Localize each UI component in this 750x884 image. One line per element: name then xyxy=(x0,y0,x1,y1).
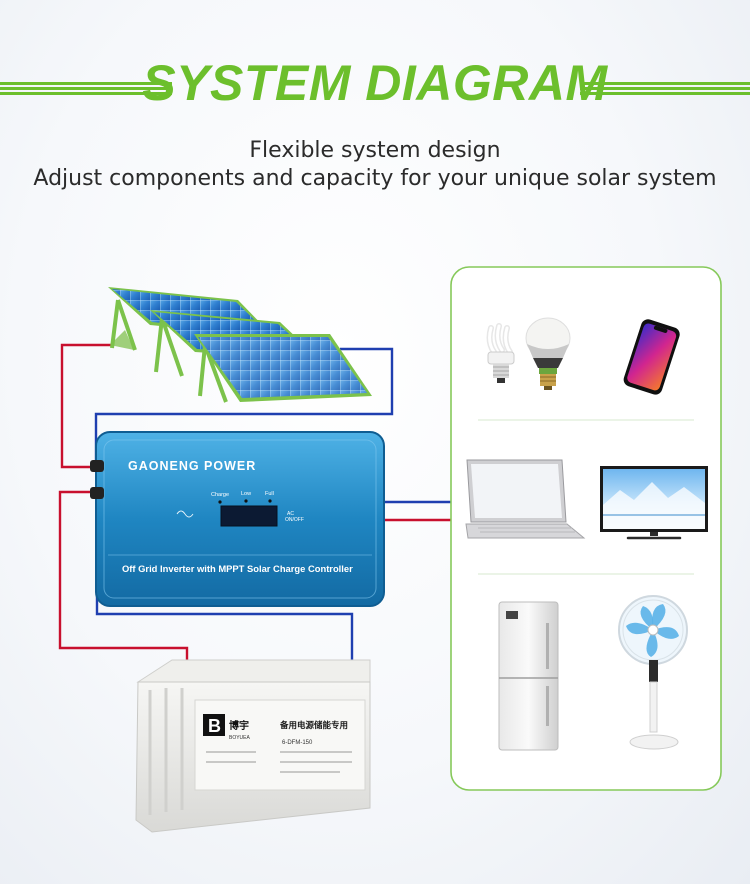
indicator-charge-led xyxy=(218,500,222,504)
television-icon xyxy=(600,466,708,540)
sine-wave-icon xyxy=(176,510,194,518)
switch-label-onoff: ON/OFF xyxy=(285,517,304,523)
indicator-low-label: Low xyxy=(241,491,251,497)
header: SYSTEM DIAGRAM xyxy=(0,52,750,122)
wire-red-panel xyxy=(60,343,112,469)
indicator-full-label: Full xyxy=(265,491,274,497)
inverter: GAONENG POWER Charge Low Full AC ON/OFF … xyxy=(90,431,385,607)
battery-brand-cn: 博宇 xyxy=(229,719,249,732)
battery-logo-letter: B xyxy=(208,716,221,736)
page-title: SYSTEM DIAGRAM xyxy=(142,55,608,111)
inverter-terminal-1 xyxy=(90,460,104,472)
battery-label xyxy=(194,699,366,791)
wire-blue-panel xyxy=(94,347,394,466)
wires xyxy=(58,343,467,670)
indicator-low-led xyxy=(244,499,248,503)
battery-brand-en: BOYUEA xyxy=(229,735,251,741)
indicator-charge-label: Charge xyxy=(211,492,229,498)
battery-logo xyxy=(203,714,225,736)
inverter-model-text: Off Grid Inverter with MPPT Solar Charge… xyxy=(122,563,353,574)
smartphone-icon xyxy=(623,319,680,395)
laptop-icon xyxy=(465,459,586,539)
refrigerator-icon xyxy=(498,601,559,751)
battery: B 博宇 BOYUEA 备用电源储能专用 6-DFM-150 xyxy=(135,659,371,833)
title-decor-left xyxy=(0,82,172,96)
inverter-terminal-2 xyxy=(90,487,104,499)
light-bulbs-icon xyxy=(486,317,571,390)
subtitle-line-1: Flexible system design xyxy=(249,138,501,163)
solar-panels xyxy=(108,287,372,403)
inverter-display xyxy=(220,505,278,527)
battery-label-cn: 备用电源储能专用 xyxy=(279,720,348,731)
subtitle-line-2: Adjust components and capacity for your … xyxy=(33,166,717,191)
indicator-full-led xyxy=(268,499,272,503)
battery-model: 6-DFM-150 xyxy=(282,740,313,746)
switch-label-ac: AC xyxy=(287,511,294,517)
inverter-brand: GAONENG POWER xyxy=(128,459,256,473)
solar-panel-3 xyxy=(194,334,372,403)
title-decor-right xyxy=(580,82,750,96)
wire-red-battery xyxy=(58,490,189,670)
electric-fan-icon xyxy=(618,595,688,750)
